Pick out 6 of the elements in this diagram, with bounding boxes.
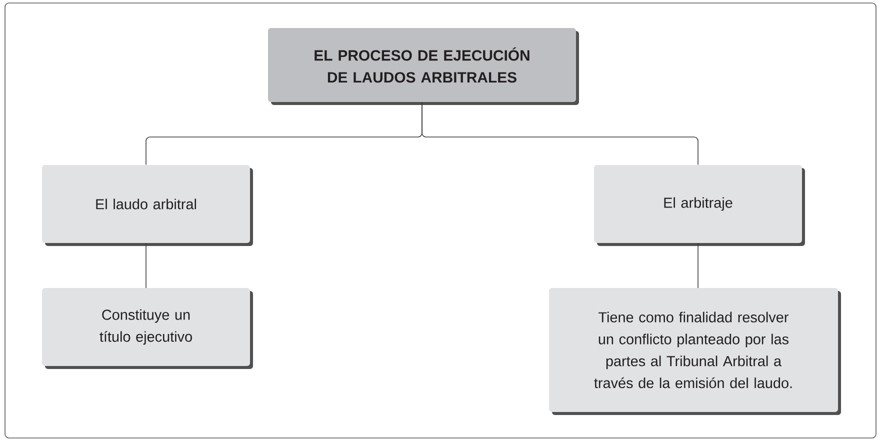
concept-box: Constituye un título ejecutivo [42, 288, 253, 369]
concept-box: El laudo arbitral [42, 165, 253, 246]
connector-line [422, 102, 698, 166]
concept-box: Tiene como finalidad resolver un conflicto planteado por las partes al Tribunal Arbitral a través de la emisión del laudo. [549, 288, 841, 415]
concept-box: El arbitraje [594, 165, 805, 246]
title-box: EL PROCESO DE EJECUCIÓN DE LAUDOS ARBITRALES [268, 28, 579, 105]
